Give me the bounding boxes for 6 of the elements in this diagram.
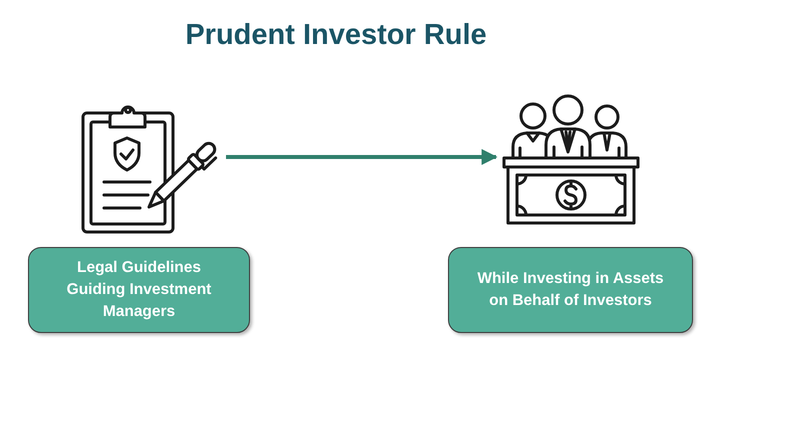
people-podium-dollar-icon (502, 94, 640, 225)
arrow (226, 149, 498, 165)
diagram-title: Prudent Investor Rule (184, 18, 488, 53)
clipboard-pen-icon (81, 103, 220, 234)
process-box: While Investing in Assets on Behalf of Investors (448, 247, 693, 333)
process-box: Legal Guidelines Guiding Investment Managers (28, 247, 250, 333)
